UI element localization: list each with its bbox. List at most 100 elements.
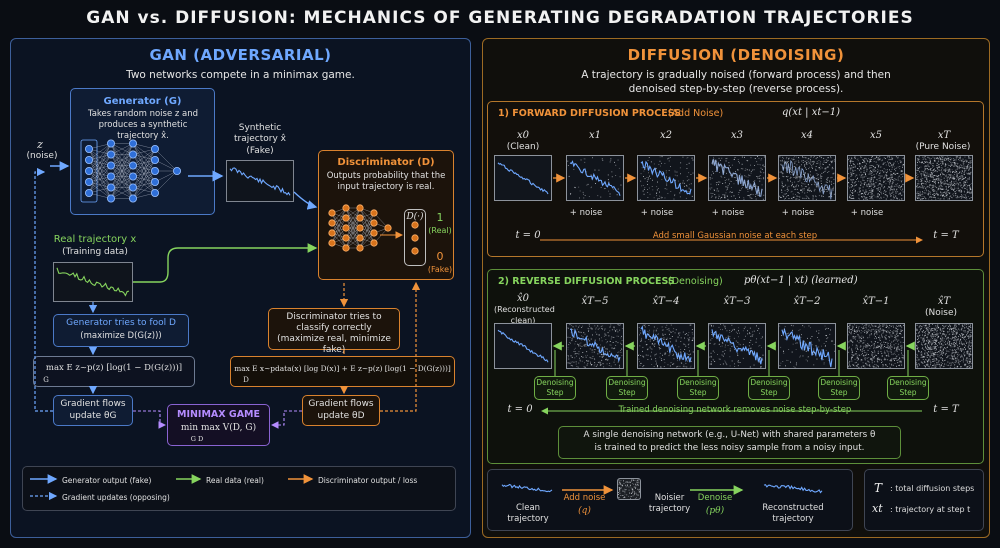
reverse-noise-dot: [684, 334, 686, 335]
forward-noise-dot: [934, 190, 936, 192]
forward-noise-dot: [860, 193, 862, 195]
reverse-noise-dot: [598, 351, 600, 353]
forward-noise-dot: [941, 172, 942, 174]
forward-noise-dot: [804, 181, 805, 182]
reverse-noise-dot: [856, 355, 858, 357]
forward-noise-dot: [723, 194, 725, 196]
forward-noise-dot: [939, 198, 941, 200]
forward-noise-dot: [781, 189, 783, 191]
reverse-noise-dot: [849, 360, 851, 362]
reverse-noise-dot: [709, 356, 711, 358]
forward-noise-dot: [941, 186, 943, 188]
forward-noise-dot: [859, 198, 860, 200]
reverse-noise-dot: [916, 356, 918, 358]
forward-noise-dot: [802, 160, 804, 161]
disc-net-node: [370, 219, 378, 227]
forward-noise-dot: [948, 160, 949, 161]
forward-noise-dot: [750, 164, 751, 166]
reverse-noise-dot: [945, 340, 946, 342]
arrow-grad-g-to-minimax: [133, 410, 167, 429]
reverse-noise-dot: [917, 339, 919, 340]
reverse-noise-dot: [930, 347, 932, 349]
reverse-noise-dot: [574, 353, 576, 355]
generator-net-edge: [154, 170, 178, 183]
real-trajectory-sub: (Training data): [62, 247, 128, 257]
forward-noise-dot: [783, 176, 785, 178]
forward-noise-dot: [962, 177, 963, 178]
forward-noise-dot: [876, 197, 878, 199]
reverse-noise-dot: [682, 366, 684, 368]
reverse-noise-dot: [964, 364, 966, 365]
forward-noise-dot: [878, 194, 880, 196]
forward-noise-dot: [829, 196, 830, 197]
forward-noise-dot: [966, 181, 968, 183]
reverse-noise-dot: [917, 366, 919, 368]
reverse-noise-dot: [935, 365, 937, 367]
forward-noise-dot: [726, 179, 727, 181]
forward-noise-dot: [938, 187, 940, 189]
forward-noise-dot: [870, 185, 871, 187]
forward-noise-dot: [947, 180, 948, 182]
forward-noise-dot: [956, 179, 957, 181]
reverse-noise-dot: [663, 359, 665, 361]
reverse-noise-dot: [960, 348, 962, 350]
reverse-noise-dot: [931, 333, 933, 334]
reverse-noise-dot: [719, 358, 721, 360]
forward-noise-dot: [949, 184, 951, 186]
reverse-noise-dot: [863, 327, 865, 329]
reverse-noise-dot: [947, 346, 948, 348]
reverse-noise-dot: [951, 356, 953, 358]
forward-noise-dot: [956, 173, 958, 174]
reverse-noise-dot: [897, 348, 898, 350]
forward-noise-dot: [897, 166, 899, 168]
forward-noise-dot: [831, 188, 833, 190]
reverse-noise-dot: [869, 364, 871, 366]
forward-noise-dot: [931, 199, 933, 200]
forward-noise-dot: [574, 186, 576, 188]
reverse-noise-dot: [959, 343, 961, 345]
reverse-noise-dot: [875, 332, 877, 334]
forward-noise-dot: [924, 181, 926, 182]
forward-noise-dot: [852, 179, 854, 181]
forward-noise-dot: [859, 165, 860, 167]
reverse-noise-dot: [661, 326, 663, 328]
reverse-noise-dot: [808, 343, 810, 345]
reverse-noise-dot: [858, 354, 860, 356]
forward-noise-dot: [853, 179, 855, 181]
forward-noise-dot: [947, 158, 949, 160]
reverse-noise-dot: [939, 329, 941, 331]
reverse-noise-dot: [925, 331, 926, 332]
reverse-noise-dot: [896, 359, 898, 361]
reverse-noise-dot: [891, 334, 893, 336]
reverse-noise-dot: [683, 343, 685, 345]
forward-noise-dot: [820, 161, 822, 163]
reverse-noise-dot: [735, 340, 737, 342]
reverse-noise-dot: [619, 366, 621, 368]
forward-noise-dot: [639, 199, 641, 200]
forward-noise-dot: [731, 192, 732, 193]
reverse-noise-dot: [877, 357, 879, 359]
forward-noise-dot: [854, 181, 856, 183]
forward-noise-dot: [939, 157, 941, 159]
reverse-noise-dot: [891, 336, 893, 338]
reverse-noise-dot: [759, 345, 761, 346]
reverse-noise-dot: [785, 365, 786, 367]
forward-noise-dot: [902, 167, 903, 168]
reverse-noise-dot: [648, 331, 650, 333]
forward-noise-dot: [965, 169, 967, 171]
reverse-noise-dot: [825, 341, 827, 342]
forward-noise-dot: [949, 197, 950, 199]
reverse-noise-dot: [934, 331, 936, 333]
reverse-tag: (Denoising): [668, 276, 723, 287]
forward-noise-dot: [785, 162, 787, 164]
forward-noise-dot: [936, 171, 938, 173]
forward-tag: (Add Noise): [668, 108, 724, 119]
reverse-noise-dot: [890, 326, 892, 327]
reverse-noise-dot: [827, 337, 829, 339]
forward-noise-dot: [902, 173, 904, 175]
forward-noise-dot: [857, 160, 859, 162]
forward-noise-dot: [942, 163, 944, 165]
reverse-noise-dot: [858, 326, 860, 328]
reverse-noise-dot: [886, 331, 887, 332]
forward-noise-dot: [919, 167, 920, 169]
